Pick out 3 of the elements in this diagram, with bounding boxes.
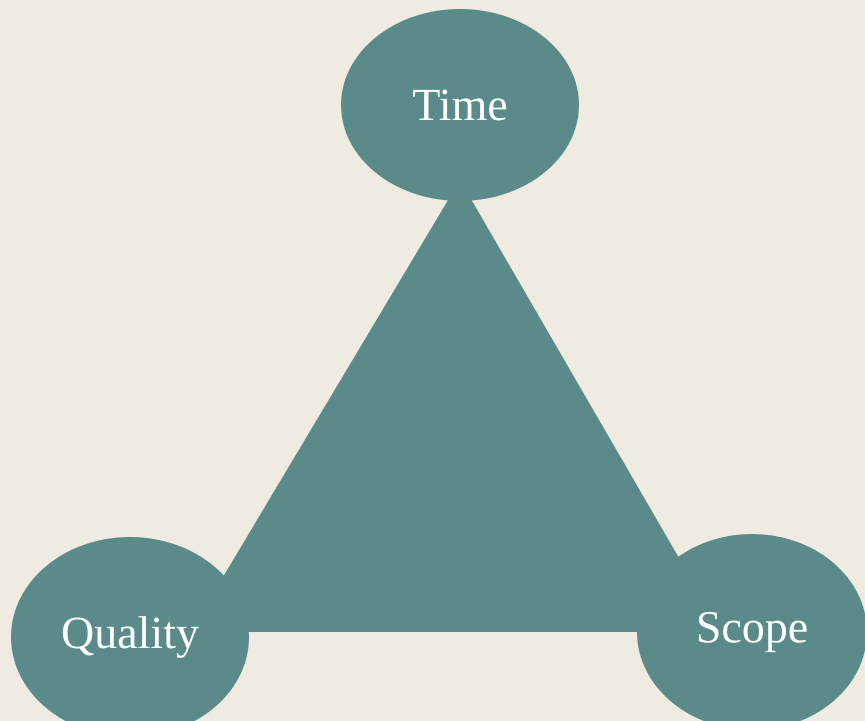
node-label: Quality: [62, 616, 199, 658]
ellipse-node: Time: [341, 9, 579, 201]
node-label: Scope: [698, 612, 807, 652]
